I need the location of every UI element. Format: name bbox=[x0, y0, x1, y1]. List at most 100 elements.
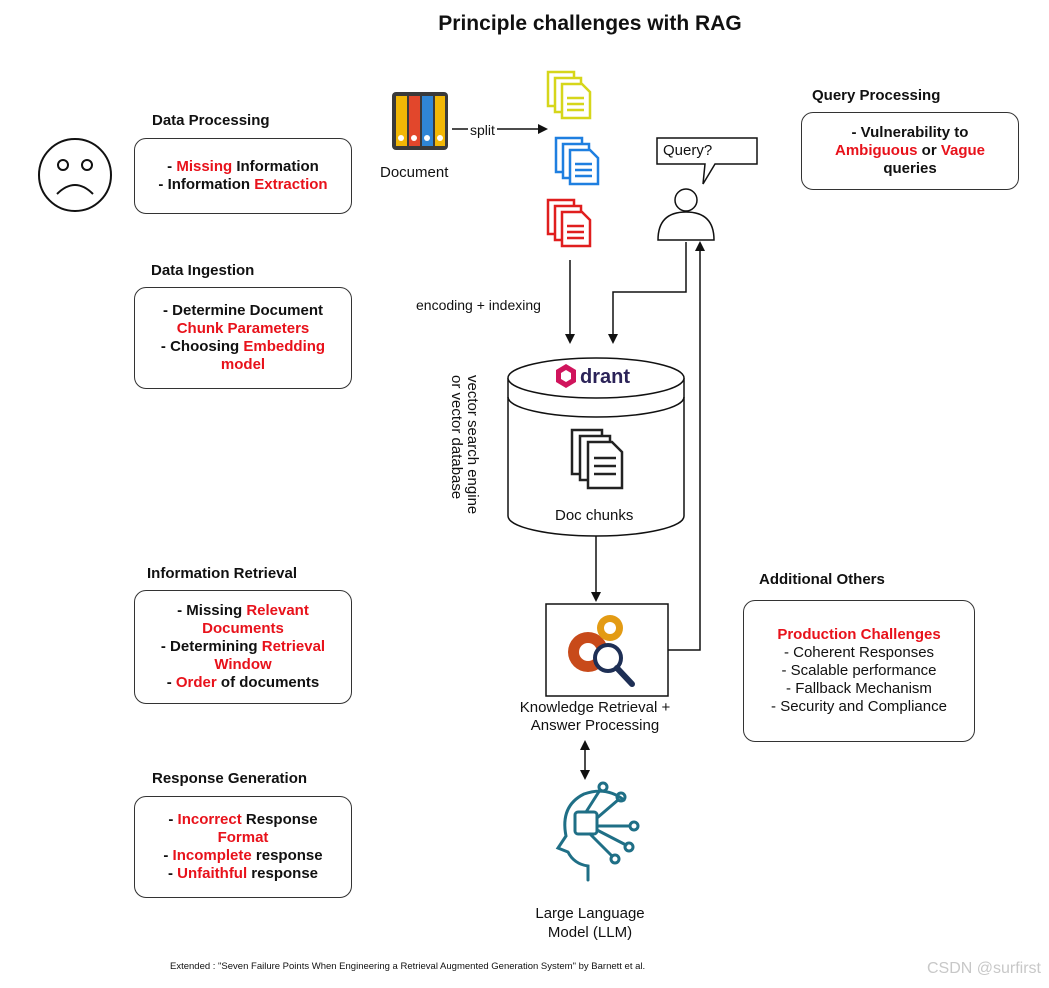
llm-label: Large Language Model (LLM) bbox=[500, 904, 680, 942]
challenge-line: - Fallback Mechanism bbox=[744, 680, 974, 698]
highlighted-term: Extraction bbox=[254, 176, 328, 193]
diagram-title: Principle challenges with RAG bbox=[438, 12, 742, 35]
sad-face-icon bbox=[38, 138, 112, 212]
knowledge-retrieval-label: Knowledge Retrieval + Answer Processing bbox=[490, 699, 700, 735]
llm-label-line-1: Large Language bbox=[535, 905, 645, 922]
challenge-text: response bbox=[247, 865, 319, 882]
challenge-text: - Missing bbox=[177, 602, 247, 619]
qdrant-logo-icon bbox=[556, 364, 576, 388]
highlighted-term: Relevant bbox=[246, 602, 309, 619]
data-processing-heading: Data Processing bbox=[152, 112, 270, 129]
highlighted-term: Embedding bbox=[243, 338, 326, 355]
challenge-text: - bbox=[163, 847, 173, 864]
highlighted-term: Documents bbox=[202, 620, 284, 637]
document-binders-icon bbox=[392, 92, 448, 150]
data-ingestion-heading: Data Ingestion bbox=[151, 262, 255, 279]
challenge-line: Format bbox=[135, 829, 351, 847]
llm-brain-icon bbox=[555, 781, 640, 882]
information-retrieval-heading: Information Retrieval bbox=[147, 565, 298, 582]
challenge-line: - Determining Retrieval bbox=[135, 638, 351, 656]
highlighted-term: Retrieval bbox=[261, 638, 326, 655]
doc-chunks-icon bbox=[570, 428, 624, 490]
knowledge-label-line-2: Answer Processing bbox=[530, 717, 660, 734]
challenge-line: model bbox=[135, 356, 351, 374]
document-label: Document bbox=[380, 164, 449, 181]
encoding-indexing-label: encoding + indexing bbox=[416, 297, 541, 313]
challenge-line: - Determine Document bbox=[135, 302, 351, 320]
qdrant-logo-text: drant bbox=[580, 366, 630, 388]
highlighted-term: Missing bbox=[176, 158, 233, 175]
challenge-line: - Unfaithful response bbox=[135, 865, 351, 883]
highlighted-term: model bbox=[220, 356, 266, 373]
red-documents-icon bbox=[546, 198, 592, 248]
highlighted-term: Incomplete bbox=[172, 847, 252, 864]
yellow-documents-icon bbox=[546, 70, 592, 120]
challenge-line: - Incomplete response bbox=[135, 847, 351, 865]
challenge-line: - Vulnerability to bbox=[802, 124, 1018, 142]
highlighted-term: Window bbox=[214, 656, 272, 673]
vector-db-line-1: vector search engine bbox=[464, 375, 481, 515]
query-processing-heading: Query Processing bbox=[812, 87, 941, 104]
challenge-text: Response bbox=[241, 811, 318, 828]
challenge-line: - Scalable performance bbox=[744, 662, 974, 680]
highlighted-term: Chunk Parameters bbox=[176, 320, 310, 337]
challenge-line: - Order of documents bbox=[135, 674, 351, 692]
challenge-text: - Determine Document bbox=[162, 302, 324, 319]
data-processing-box: - Missing Information- Information Extra… bbox=[134, 138, 352, 214]
challenge-text: - Security and Compliance bbox=[771, 698, 947, 715]
challenge-text: - bbox=[167, 865, 178, 882]
knowledge-label-line-1: Knowledge Retrieval + bbox=[519, 699, 671, 716]
challenge-text: - bbox=[168, 811, 178, 828]
response-generation-heading: Response Generation bbox=[152, 770, 308, 787]
challenge-text: - Choosing bbox=[160, 338, 244, 355]
challenge-line: - Missing Relevant bbox=[135, 602, 351, 620]
challenge-text: - Fallback Mechanism bbox=[786, 680, 932, 697]
vector-db-line-2: or vector database bbox=[448, 375, 465, 500]
challenge-text: - bbox=[166, 674, 176, 691]
challenge-line: Documents bbox=[135, 620, 351, 638]
challenge-line: Ambiguous or Vague bbox=[802, 142, 1018, 160]
highlighted-term: Order bbox=[175, 674, 217, 691]
query-to-db-arrow bbox=[608, 242, 687, 344]
challenge-line: - Choosing Embedding bbox=[135, 338, 351, 356]
challenge-line: - Missing Information bbox=[135, 158, 351, 176]
highlighted-term: Ambiguous bbox=[834, 142, 918, 159]
challenge-text: - Determining bbox=[160, 638, 262, 655]
highlighted-term: Vague bbox=[940, 142, 986, 159]
challenge-line: - Incorrect Response bbox=[135, 811, 351, 829]
challenge-text: - Vulnerability to bbox=[851, 124, 969, 141]
llm-label-line-2: Model (LLM) bbox=[547, 924, 633, 941]
challenge-line: Chunk Parameters bbox=[135, 320, 351, 338]
query-label: Query? bbox=[663, 142, 713, 159]
challenge-line: - Security and Compliance bbox=[744, 698, 974, 716]
highlighted-term: Unfaithful bbox=[177, 865, 248, 882]
gears-search-icon bbox=[568, 615, 635, 687]
challenge-text: or bbox=[917, 142, 941, 159]
challenge-text: queries bbox=[883, 160, 937, 177]
blue-documents-icon bbox=[554, 136, 600, 186]
challenge-text: Information bbox=[232, 158, 319, 175]
additional-others-box: Production Challenges- Coherent Response… bbox=[743, 600, 975, 742]
doc-chunks-label: Doc chunks bbox=[555, 507, 634, 524]
answer-to-user-arrow bbox=[668, 241, 705, 651]
challenge-text: response bbox=[251, 847, 323, 864]
challenge-line: queries bbox=[802, 160, 1018, 178]
highlighted-term: Format bbox=[217, 829, 269, 846]
highlighted-term: Production Challenges bbox=[777, 626, 941, 643]
highlighted-term: Incorrect bbox=[177, 811, 242, 828]
challenge-line: Window bbox=[135, 656, 351, 674]
split-label: split bbox=[468, 122, 497, 138]
vector-db-vertical-label: vector search engine or vector database bbox=[448, 375, 516, 515]
person-icon bbox=[657, 188, 715, 241]
additional-others-heading: Additional Others bbox=[759, 571, 885, 588]
challenge-line: Production Challenges bbox=[744, 626, 974, 644]
challenge-text: of documents bbox=[216, 674, 320, 691]
challenge-text: - Information bbox=[158, 176, 255, 193]
query-bubble bbox=[656, 137, 758, 185]
challenge-text: - bbox=[167, 158, 177, 175]
